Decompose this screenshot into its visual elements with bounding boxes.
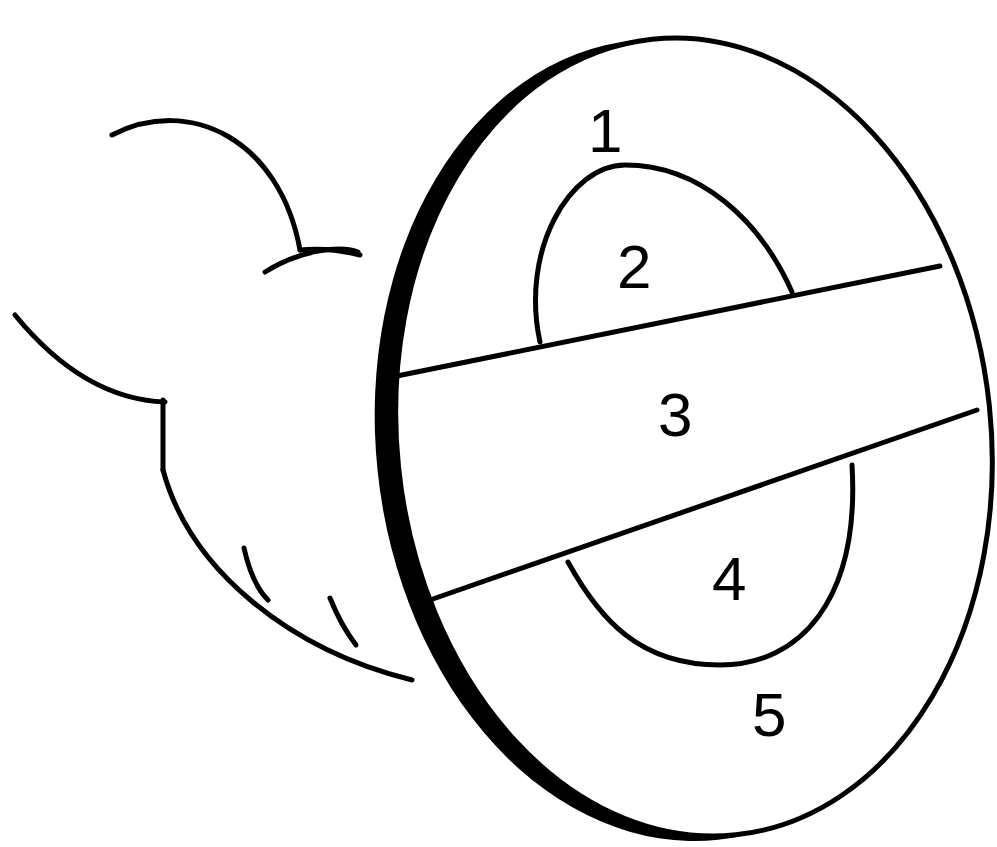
callout-number: 2 [617, 236, 651, 298]
disc-regions [387, 165, 977, 665]
disc-face [357, 8, 997, 847]
callout-number: 5 [752, 684, 786, 746]
callout-number: 1 [588, 100, 622, 162]
callout-number: 4 [712, 548, 746, 610]
callout-number: 3 [658, 384, 692, 446]
cloth-folds [15, 121, 412, 680]
